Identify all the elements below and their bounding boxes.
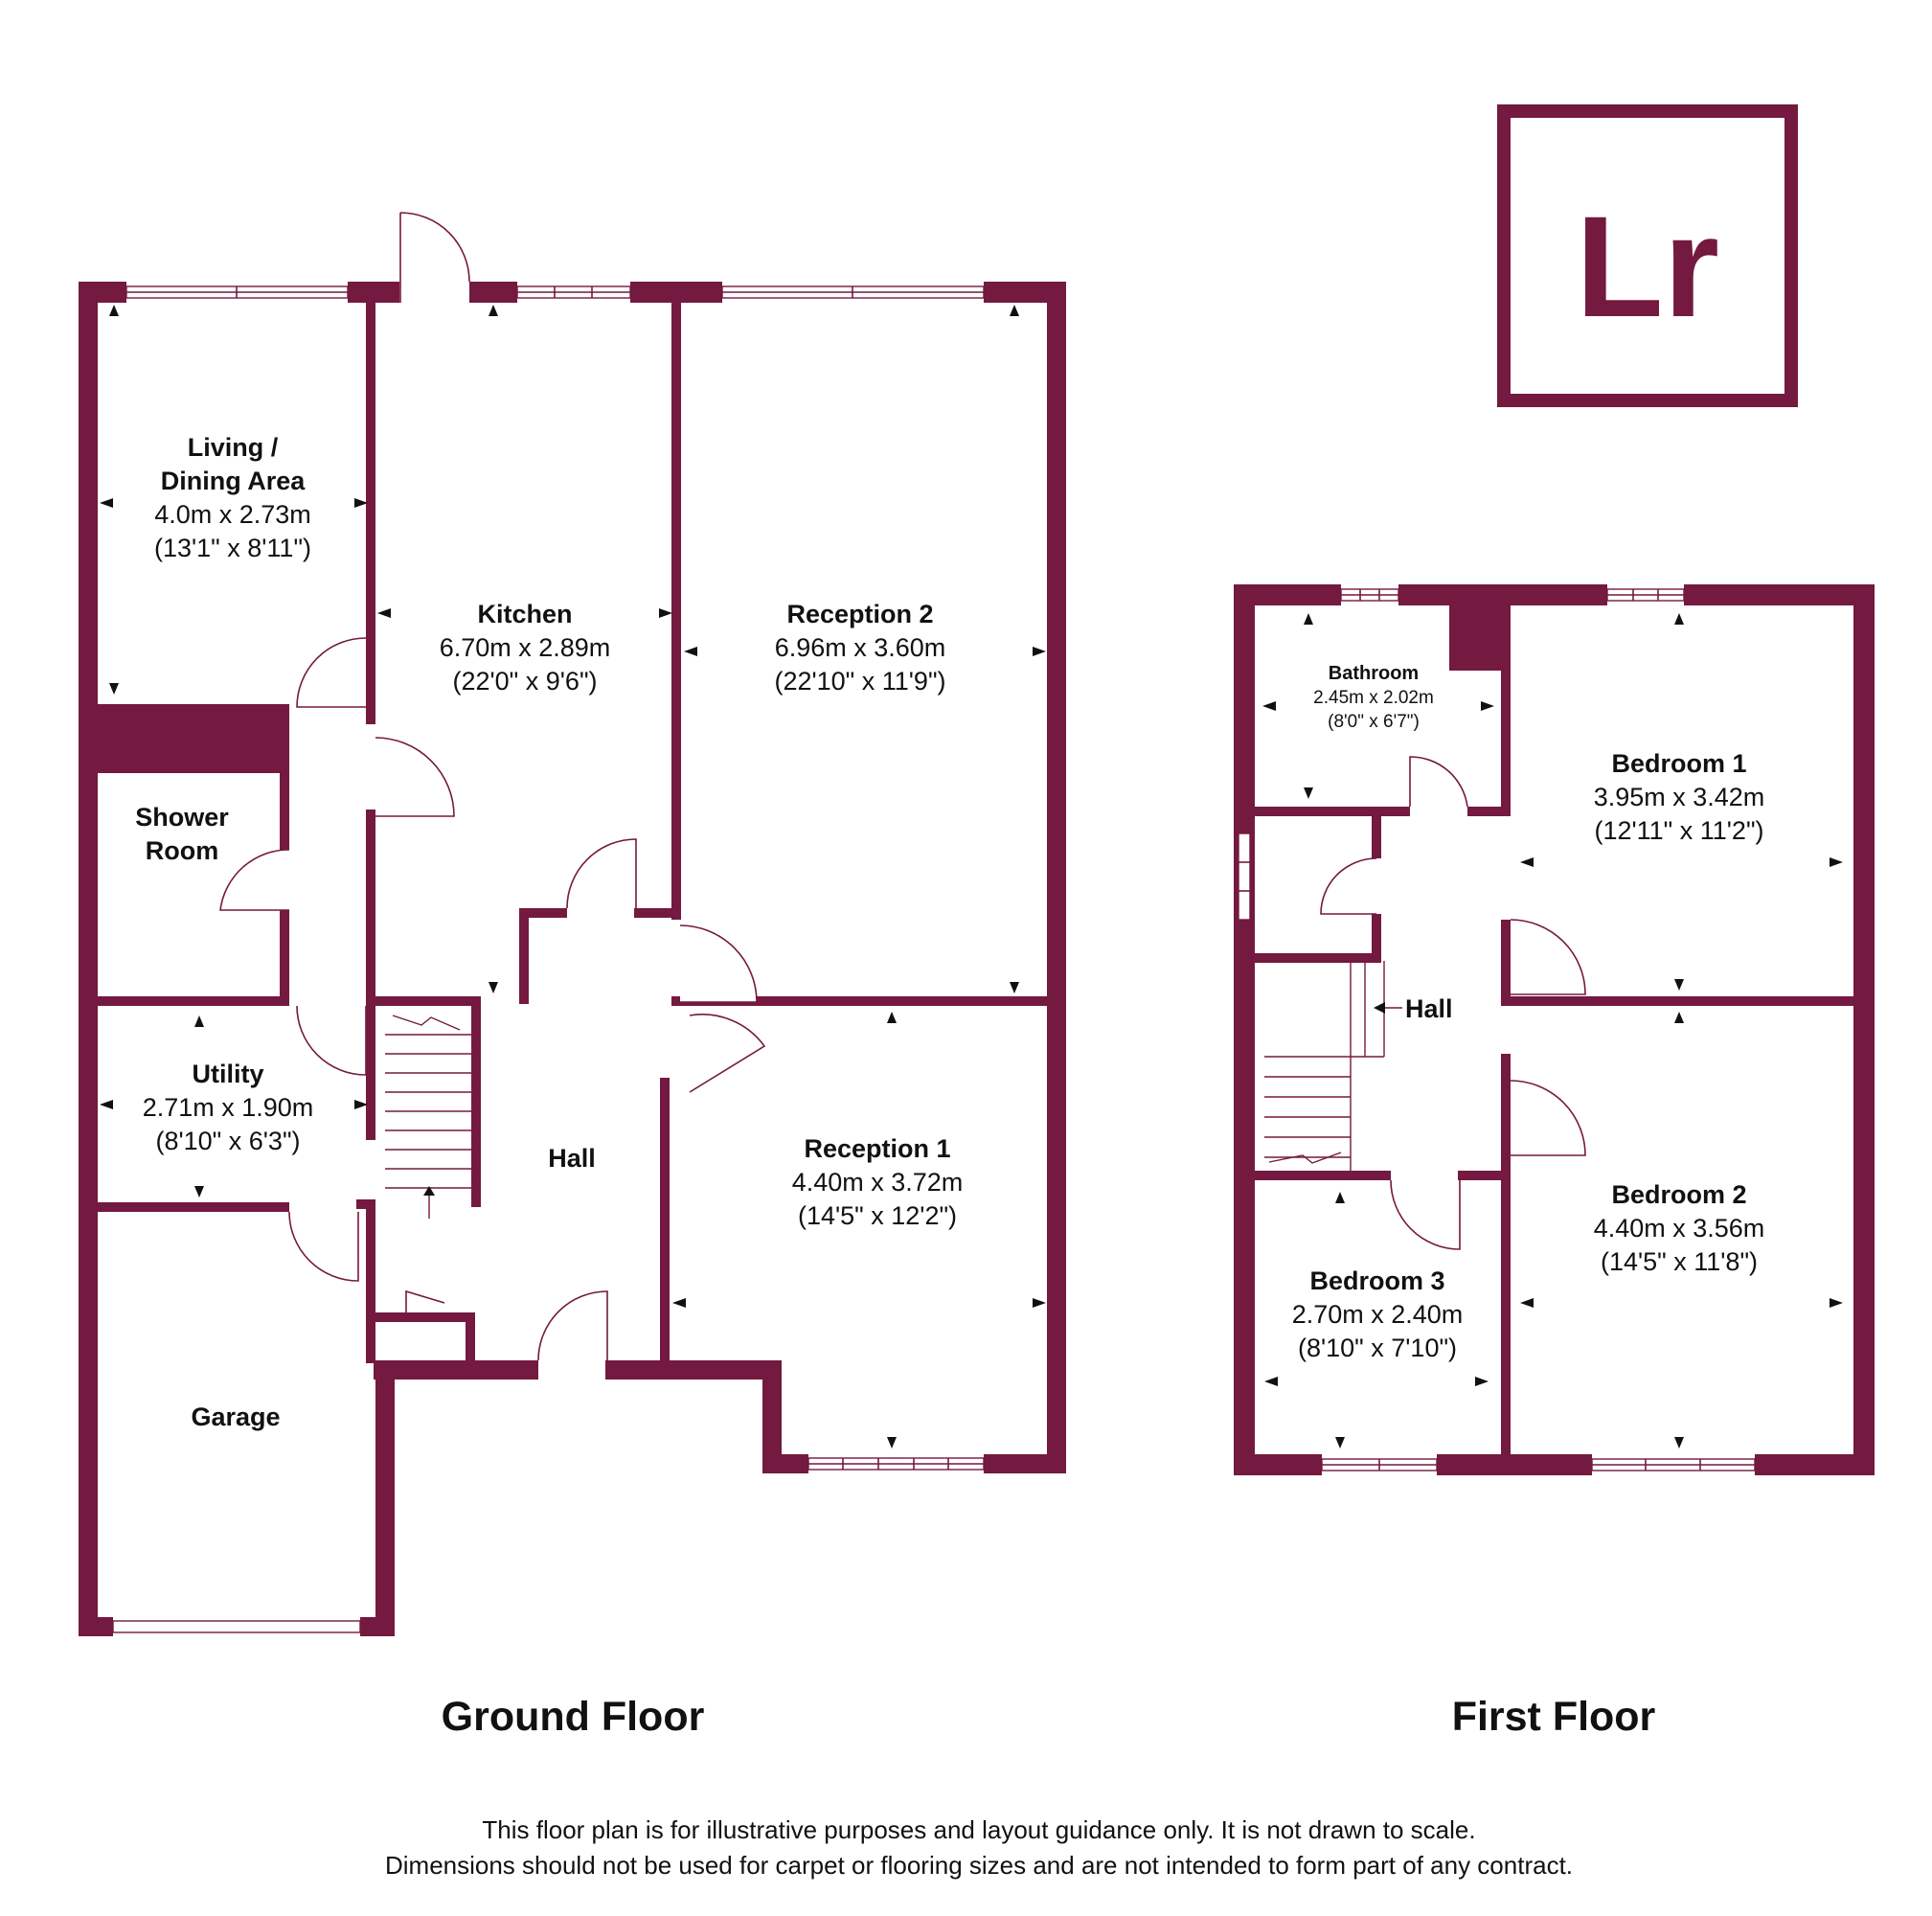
room-dimension-metric: 3.95m x 3.42m [1594,783,1765,811]
room-dimension-imperial: (13'1" x 8'11") [154,534,311,562]
first-floor-stairs [1264,961,1402,1171]
room-name-line: Living / [188,433,279,462]
first-floor-walls [1234,584,1875,1475]
room-name: Hall [548,1144,596,1173]
room-name: Hall [1405,994,1453,1023]
room-name: Bedroom 2 [1611,1180,1746,1209]
door-hall-kitchen [566,838,637,909]
room-name: Reception 1 [804,1134,950,1163]
room-name: Kitchen [477,600,572,628]
door-utility [296,1005,367,1076]
first-floor-title: First Floor [1452,1694,1656,1740]
door-front [537,1290,608,1361]
door-bedroom2 [1510,1080,1586,1156]
door-bedroom1 [1510,919,1586,995]
room-dimension-imperial: (12'11" x 11'2") [1594,816,1763,845]
brand-logo: Lr [1497,104,1798,407]
room-dimension-imperial: (14'5" x 11'8") [1601,1247,1758,1276]
ground-floor-doors [219,212,766,1361]
ground-floor-dimension-arrows [100,305,1046,1448]
door-garage [288,1211,359,1282]
room-name: Bathroom [1329,663,1419,684]
room-label-bathroom: Bathroom 2.45m x 2.02m (8'0" x 6'7") [1313,663,1434,732]
room-name: Bedroom 3 [1309,1266,1444,1295]
room-label-hall-first: Hall [1405,994,1453,1023]
ground-floor-windows [112,285,985,1633]
room-label-garage: Garage [191,1403,280,1431]
room-label-hall-ground: Hall [548,1144,596,1173]
room-dimension-metric: 4.40m x 3.56m [1594,1214,1765,1243]
first-floor-windows [1238,588,1756,1471]
room-label-reception2: Reception 2 6.96m x 3.60m (22'10" x 11'9… [774,600,945,696]
room-name: Bedroom 1 [1611,749,1746,778]
disclaimer: This floor plan is for illustrative purp… [385,1815,1573,1880]
disclaimer-line: Dimensions should not be used for carpet… [385,1851,1573,1880]
door-cupboard-first [1320,857,1377,915]
room-label-kitchen: Kitchen 6.70m x 2.89m (22'0" x 9'6") [440,600,611,696]
ground-floor-plan: Living / Dining Area 4.0m x 2.73m (13'1"… [79,212,1066,1740]
room-dimension-imperial: (14'5" x 12'2") [798,1201,957,1230]
room-name-line: Dining Area [161,467,307,495]
room-name-line: Shower [135,803,229,832]
room-dimension-metric: 2.45m x 2.02m [1313,688,1434,708]
room-label-living: Living / Dining Area 4.0m x 2.73m (13'1"… [154,433,311,562]
door-bedroom3 [1390,1179,1461,1250]
room-dimension-metric: 4.0m x 2.73m [154,500,311,529]
door-reception1 [689,1014,766,1093]
room-label-utility: Utility 2.71m x 1.90m (8'10" x 6'3") [143,1060,314,1155]
room-dimension-metric: 6.96m x 3.60m [775,633,946,662]
ground-floor-stairs [385,1015,471,1219]
room-label-shower: Shower Room [135,803,229,865]
window [1238,833,1251,921]
first-floor-dimension-arrows [1262,613,1843,1448]
door-reception2 [679,924,758,1003]
room-dimension-imperial: (22'0" x 9'6") [452,667,597,696]
door-shower [219,849,290,911]
door-bathroom [1409,756,1468,808]
room-dimension-imperial: (22'10" x 11'9") [774,667,945,696]
room-dimension-imperial: (8'0" x 6'7") [1328,712,1420,732]
room-dimension-metric: 2.71m x 1.90m [143,1093,314,1122]
room-dimension-imperial: (8'10" x 6'3") [155,1127,300,1155]
room-dimension-metric: 2.70m x 2.40m [1292,1300,1464,1329]
room-label-bedroom3: Bedroom 3 2.70m x 2.40m (8'10" x 7'10") [1292,1266,1464,1362]
room-dimension-imperial: (8'10" x 7'10") [1298,1334,1457,1362]
first-floor-doors [1320,756,1586,1250]
ground-floor-walls [79,282,1066,1636]
garage-door [112,1620,361,1633]
door-living [296,637,367,708]
door-kitchen-hall [375,737,455,817]
room-label-reception1: Reception 1 4.40m x 3.72m (14'5" x 12'2"… [792,1134,964,1230]
room-label-bedroom2: Bedroom 2 4.40m x 3.56m (14'5" x 11'8") [1594,1180,1765,1276]
logo-text: Lr [1576,186,1719,347]
door-back [399,212,470,303]
room-dimension-metric: 6.70m x 2.89m [440,633,611,662]
room-name: Utility [192,1060,263,1088]
room-name: Reception 2 [786,600,933,628]
room-dimension-metric: 4.40m x 3.72m [792,1168,964,1197]
door-cupboard [405,1289,445,1312]
disclaimer-line: This floor plan is for illustrative purp… [482,1815,1475,1844]
room-name: Garage [191,1403,280,1431]
room-name-line: Room [146,836,219,865]
room-label-bedroom1: Bedroom 1 3.95m x 3.42m (12'11" x 11'2") [1594,749,1765,845]
first-floor-plan: Bathroom 2.45m x 2.02m (8'0" x 6'7") Bed… [1234,584,1875,1740]
ground-floor-title: Ground Floor [442,1694,705,1740]
